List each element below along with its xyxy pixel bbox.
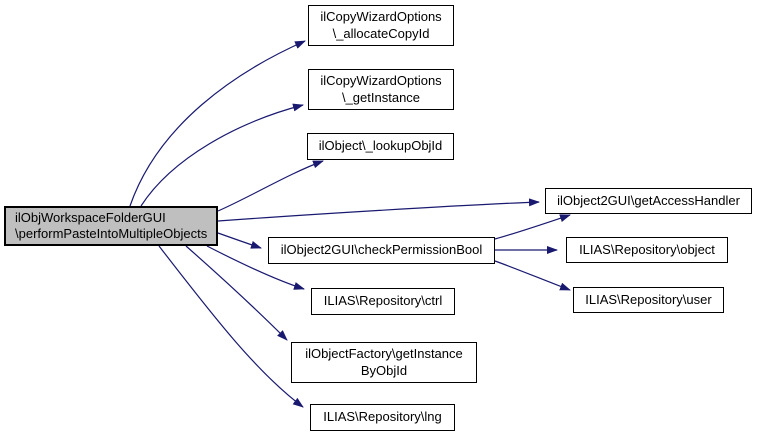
edge-main-to-ctrl (206, 245, 305, 290)
node-lookup-obj-id[interactable]: ilObject\_lookupObjId (307, 133, 454, 160)
node-get-instance-by-obj-id[interactable]: ilObjectFactory\getInstance ByObjId (291, 342, 477, 383)
node-label: ilCopyWizardOptions \_allocateCopyId (320, 9, 442, 41)
edge-main-to-lng (158, 245, 304, 408)
node-label: ilObjWorkspaceFolderGUI \performPasteInt… (15, 209, 208, 241)
node-user[interactable]: ILIAS\Repository\user (573, 287, 724, 313)
node-allocate-copy-id[interactable]: ilCopyWizardOptions \_allocateCopyId (308, 5, 454, 46)
node-object[interactable]: ILIAS\Repository\object (566, 237, 728, 263)
node-label: ilObject\_lookupObjId (318, 138, 443, 154)
edge-main-to-lookup-obj-id (217, 160, 324, 212)
edge-main-to-get-instance (140, 103, 304, 207)
node-label: ilObject2GUI\getAccessHandler (557, 192, 740, 208)
node-check-permission-bool[interactable]: ilObject2GUI\checkPermissionBool (268, 237, 495, 264)
node-lng[interactable]: ILIAS\Repository\lng (310, 404, 455, 431)
node-label: ilObject2GUI\checkPermissionBool (280, 242, 483, 258)
edge-check-permission-bool-to-get-access-handler (494, 214, 571, 240)
node-label: ILIAS\Repository\object (579, 241, 715, 257)
node-get-instance[interactable]: ilCopyWizardOptions \_getInstance (308, 69, 454, 110)
node-get-access-handler[interactable]: ilObject2GUI\getAccessHandler (545, 188, 752, 214)
edge-main-to-check-permission-bool (217, 232, 262, 249)
edge-check-permission-bool-to-user (494, 260, 571, 291)
edge-main-to-get-instance-by-obj-id (185, 245, 288, 341)
node-label: ILIAS\Repository\user (585, 291, 712, 307)
node-label: ILIAS\Repository\ctrl (323, 293, 443, 309)
node-perform-paste-into-multiple-objects: ilObjWorkspaceFolderGUI \performPasteInt… (4, 206, 218, 246)
edge-main-to-allocate-copy-id (129, 40, 306, 207)
node-ctrl[interactable]: ILIAS\Repository\ctrl (311, 288, 455, 315)
edge-main-to-get-access-handler (217, 198, 540, 222)
node-label: ilCopyWizardOptions \_getInstance (320, 73, 442, 105)
node-label: ILIAS\Repository\lng (323, 409, 442, 425)
node-label: ilObjectFactory\getInstance ByObjId (305, 346, 463, 378)
